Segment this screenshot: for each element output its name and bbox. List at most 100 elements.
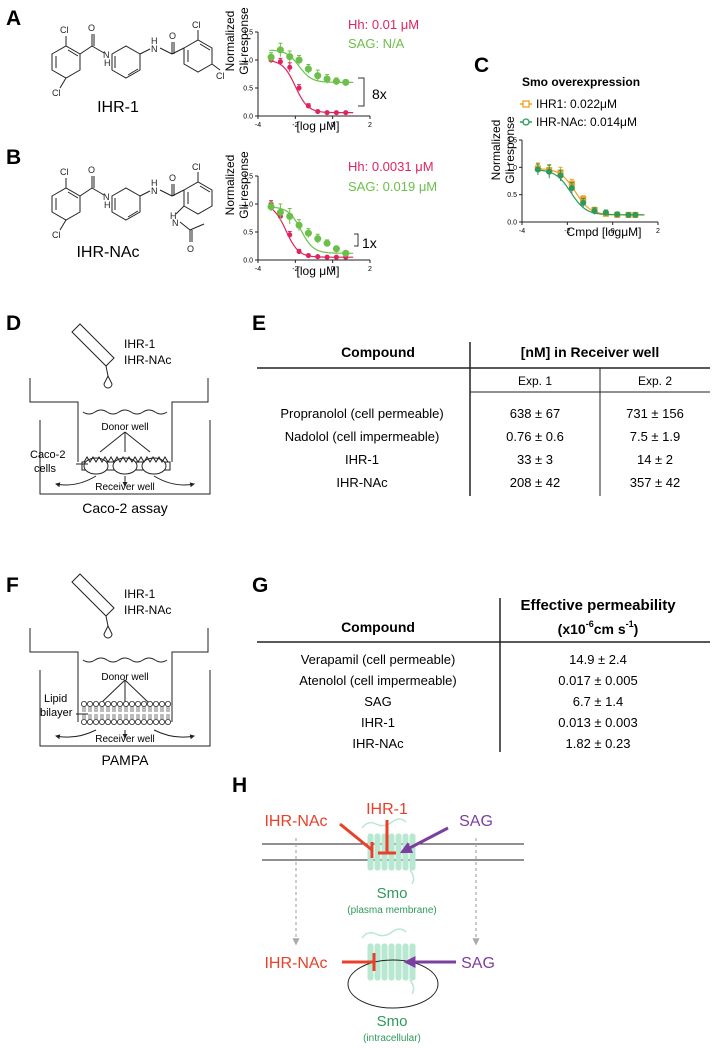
- table-e-exp2-cell: 14 ± 2: [637, 452, 673, 467]
- table-e-compound-cell: IHR-NAc: [336, 475, 388, 490]
- lipid-head: [140, 701, 147, 708]
- plot-c-title: Smo overexpression: [522, 75, 640, 89]
- y-tick-label: 0.5: [243, 230, 253, 237]
- smo-helix: [388, 943, 395, 981]
- panel-label-h: H: [232, 774, 247, 797]
- lipid-head: [81, 701, 88, 708]
- data-point: [342, 249, 350, 257]
- data-point: [333, 110, 339, 116]
- fit-curve: [535, 169, 645, 216]
- x-tick-label: 0: [331, 122, 335, 129]
- compound-ihrnac-label: IHR-NAc: [76, 244, 139, 261]
- h-sag-bottom-label: SAG: [461, 955, 495, 972]
- data-point: [267, 53, 275, 61]
- atom-o: O: [187, 244, 194, 254]
- data-point: [333, 254, 339, 260]
- data-point: [324, 110, 330, 116]
- smo-helix: [395, 943, 402, 981]
- lipid-head: [81, 719, 88, 726]
- pampa-cmpd-2: IHR-NAc: [124, 603, 171, 617]
- table-g-col-permeability: Effective permeability: [520, 597, 676, 614]
- table-g-value-cell: 0.017 ± 0.005: [558, 673, 637, 688]
- h-ihr1-label: IHR-1: [366, 801, 408, 818]
- atom-h: H: [104, 200, 111, 210]
- atom-h: H: [170, 211, 177, 221]
- data-point: [296, 85, 302, 91]
- table-g-compound-cell: Verapamil (cell permeable): [301, 652, 456, 667]
- h-smo-bottom-label: Smo: [377, 1013, 408, 1030]
- data-point: [286, 212, 294, 220]
- lipid-head: [140, 719, 147, 726]
- lipid-head: [152, 719, 159, 726]
- table-g-compound-cell: Atenolol (cell impermeable): [299, 673, 457, 688]
- panel-label-f: F: [6, 574, 19, 597]
- lipid-head: [105, 701, 112, 708]
- caco2-cmpd-1: IHR-1: [124, 337, 156, 351]
- data-point: [277, 59, 283, 65]
- data-point: [632, 211, 639, 218]
- data-point: [324, 254, 330, 260]
- lipid-head: [117, 701, 124, 708]
- atom-n: N: [103, 192, 110, 202]
- plot-b-hh-label: Hh: 0.0031 μM: [348, 159, 434, 174]
- y-tick-label: 0.0: [243, 258, 253, 265]
- table-g-value-cell: 6.7 ± 1.4: [573, 694, 624, 709]
- lipid-bilayer: [81, 701, 171, 726]
- data-point: [580, 199, 587, 206]
- data-point: [286, 53, 294, 61]
- atom-cl: Cl: [52, 88, 61, 98]
- lipid-head: [152, 701, 159, 708]
- ihr1-structure: [51, 30, 221, 89]
- lipid-head: [146, 701, 153, 708]
- plot-b-xlabel: [log μM]: [297, 264, 340, 278]
- atom-cl: Cl: [216, 71, 225, 81]
- panel-label-g: G: [252, 574, 268, 597]
- x-tick-label: -4: [255, 266, 261, 273]
- lipid-head: [87, 701, 94, 708]
- pampa-donor-well: Donor well: [101, 672, 148, 683]
- data-point: [305, 252, 311, 259]
- lipid-head: [93, 719, 100, 726]
- x-tick-label: 2: [368, 122, 372, 129]
- table-g: Compound Effective permeability (x10-6cm…: [257, 597, 710, 752]
- lipid-head: [158, 719, 165, 726]
- table-e-exp1: Exp. 1: [518, 374, 552, 388]
- panel-label-a: A: [6, 7, 21, 30]
- pampa-lipid-1: Lipid: [44, 693, 67, 705]
- plot-b-sag-label: SAG: 0.019 μM: [348, 179, 437, 194]
- lipid-head: [164, 701, 171, 708]
- smo-n-terminus: [361, 818, 407, 829]
- x-tick-label: 0: [611, 228, 615, 235]
- plot-c-xlabel: Cmpd [logμM]: [567, 225, 642, 239]
- table-g-value-cell: 0.013 ± 0.003: [558, 715, 637, 730]
- y-tick-label: 0.0: [243, 114, 253, 121]
- caco2-cells-2: cells: [34, 463, 57, 475]
- x-tick-label: -2: [564, 228, 570, 235]
- plot-a-hh-label: Hh: 0.01 μM: [348, 17, 419, 32]
- caco2-donor-well: Donor well: [101, 422, 148, 433]
- data-point: [568, 185, 575, 192]
- plot-c-legend-2-text: IHR-NAc: 0.014μM: [536, 115, 637, 129]
- h-smo-top-label: Smo: [377, 885, 408, 902]
- x-tick-label: 2: [656, 228, 660, 235]
- lipid-head: [117, 719, 124, 726]
- caco2-cells-1: Caco-2: [30, 449, 65, 461]
- plot-a-xlabel: [log μM]: [297, 119, 340, 133]
- plot-b-ylabel-2: Gli response: [237, 151, 251, 219]
- table-g-compound-cell: IHR-NAc: [352, 736, 404, 751]
- table-e-col-receiver: [nM] in Receiver well: [521, 344, 659, 360]
- lipid-head: [87, 719, 94, 726]
- table-e-exp2-cell: 7.5 ± 1.9: [630, 429, 681, 444]
- x-tick-label: 2: [368, 266, 372, 273]
- panel-label-b: B: [6, 146, 21, 169]
- data-point: [295, 56, 303, 64]
- lipid-head: [123, 719, 130, 726]
- smo-helix: [395, 833, 402, 871]
- data-point: [591, 208, 598, 215]
- pampa-lipid-2: bilayer: [40, 707, 73, 719]
- table-g-rows: Verapamil (cell permeable)14.9 ± 2.4Aten…: [299, 652, 637, 751]
- x-tick-label: -2: [292, 122, 298, 129]
- plot-a-sag-label: SAG: N/A: [348, 36, 405, 51]
